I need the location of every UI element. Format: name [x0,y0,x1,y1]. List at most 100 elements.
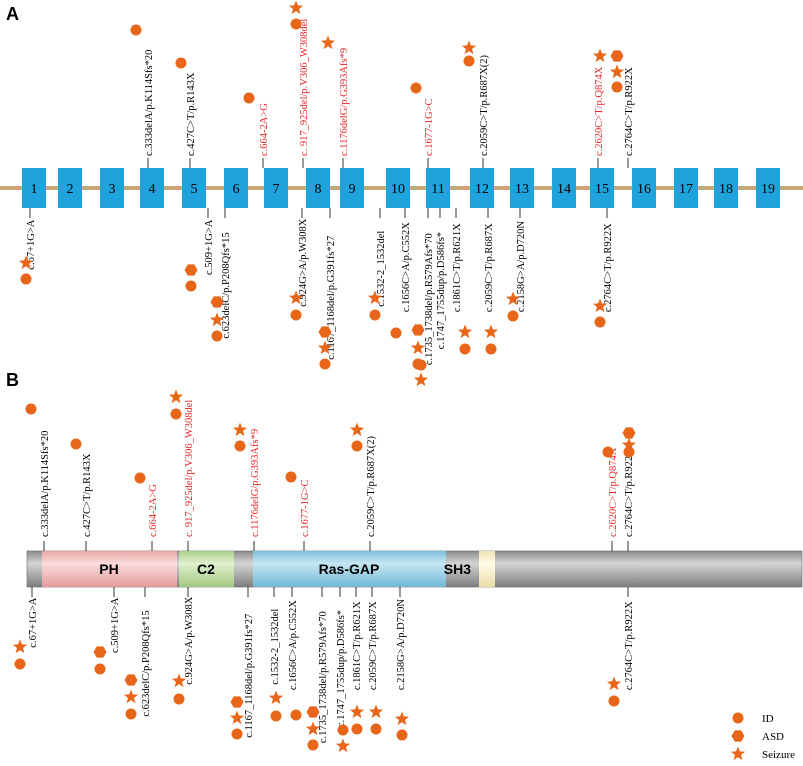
variant-b-above-7: c.2620C>T/p.Q874X [602,446,619,551]
legend-label: Seizure [762,749,795,761]
star-marker [505,291,521,306]
variant-b-below-2: c.623delC/p.P208Qfs*15 [123,587,152,720]
circle-marker [459,343,471,355]
variant-a-below-10: c.2059C>T/p.R687X [483,208,499,355]
variant-b-above-2: c.664-2A>G [134,472,159,551]
star-marker [229,710,245,725]
circle-legend-icon [732,712,744,724]
hexagon-marker [411,324,425,336]
exon-number: 14 [557,182,571,197]
star-marker [171,673,187,688]
legend-label: ID [762,713,774,725]
exon-9: 9 [340,168,364,208]
domain-rasgap: Ras-GAP [253,551,446,587]
variant-label: c.1167_1168del/p.G391fs*27 [244,614,255,738]
circle-marker [285,471,297,483]
variant-b-below-5: c.1532-2_1532del [268,587,284,722]
variant-a-above-5: c.1677-1G>C [410,82,435,168]
variant-label: c.2059C>T/p.R687X [368,601,379,690]
exon-number: 1 [31,182,38,197]
variant-a-below-7: c.1735_1738del/p.R579Afs*70 [410,208,435,370]
star-marker [410,340,426,355]
star-marker [457,324,473,339]
exon-3: 3 [100,168,124,208]
variant-a-above-8: c.2764C>T/p.R922X [609,50,635,168]
exon-number: 16 [637,182,651,197]
variant-a-below-2: c.623delC/p.P208Qfs*15 [209,208,232,342]
star-marker [368,704,384,719]
star-marker [349,422,365,437]
variant-b-above-5: c.1677-1G>C [285,471,311,551]
circle-marker [611,81,623,93]
variant-label: c.2764C>T/p.R922X [603,223,614,312]
star-marker [305,721,321,736]
hexagon-marker [318,326,332,338]
variant-b-below-6: c.1656C>A/p.C552X [288,587,302,721]
variant-b-below-3: c.924G>A/p.W308X [171,587,195,705]
variant-label: c.1656C>A/p.C552X [401,222,412,312]
domain-c2: C2 [179,551,234,587]
variant-label: c. 917_925del/p.V306_W308del [184,400,195,537]
variant-a-below-9: c.1861C>T/p.R621X [452,208,473,355]
variant-label: c.67+1G>A [26,219,37,269]
exon-number: 5 [191,182,198,197]
star-marker [592,48,608,63]
circle-marker [125,708,137,720]
variant-label: c.2764C>T/p.R922X [624,601,635,690]
star-marker [621,437,637,452]
variant-label: c.2764C>T/p.R922X [624,448,635,537]
variant-label: c.1656C>A/p.C552X [288,600,299,690]
exon-number: 11 [431,182,444,197]
hexagon-marker [184,264,198,276]
circle-marker [173,693,185,705]
variant-a-above-0: c.333delA/p.K114Sfs*20 [130,24,155,168]
variant-label: c.924G>A/p.W308X [298,218,309,307]
variant-b-below-11: c.2158G>A/p.D720N [394,587,410,741]
domain-sh3-label: SH3 [444,561,471,577]
exon-6: 6 [224,168,248,208]
hexagon-legend-icon [731,730,745,742]
exon-4: 4 [140,168,164,208]
circle-marker [231,728,243,740]
variant-a-below-4: c.1167_1168del/p.G391fs*27 [317,208,337,370]
variant-a-below-6: c.1656C>A/p.C552X [390,208,412,339]
circle-marker [290,18,302,30]
variant-a-above-3: c. 917_925del/p.V306_W308del [288,0,310,168]
variant-a-below-11: c.2158G>A/p.D720N [505,208,527,322]
exon-16: 16 [632,168,656,208]
hexagon-marker [610,50,624,62]
variant-b-below-1: c.509+1G>A [93,587,121,675]
circle-marker [370,723,382,735]
star-legend-icon [730,746,746,761]
variant-label: c.2620C>T/p.Q874X [608,447,619,537]
star-marker [335,738,351,753]
star-marker [18,255,34,270]
variant-label: c.1861C>T/p.R621X [352,601,363,690]
exon-18: 18 [714,168,738,208]
circle-marker [602,446,614,458]
circle-marker [507,310,519,322]
circle-marker [243,92,255,104]
star-marker [592,298,608,313]
circle-marker [70,438,82,450]
variant-b-below-7: c.1735_1738del/p.R579Afs*70 [305,587,329,751]
variant-a-below-8: c.1747_1755dup/p.D586fs* [413,208,447,387]
variant-label: c.333delA/p.K114Sfs*20 [40,431,51,537]
variant-b-below-12: c.2764C>T/p.R922X [606,587,635,707]
circle-marker [390,327,402,339]
circle-marker [485,343,497,355]
variant-a-below-5: c.1532-2_1532del [367,208,387,321]
circle-marker [351,440,363,452]
variant-label: c.2158G>A/p.D720N [396,599,407,690]
domain-sh3: SH3 [444,551,495,587]
exon-10: 10 [386,168,410,208]
variant-label: c.1167_1168del/p.G391fs*27 [326,236,337,360]
circle-marker [415,359,427,371]
variant-label: c.333delA/p.K114Sfs*20 [144,50,155,156]
legend-item-asd: ASD [731,730,784,743]
variant-label: c.1861C>T/p.R621X [452,223,463,312]
circle-marker [14,658,26,670]
circle-marker [211,330,223,342]
